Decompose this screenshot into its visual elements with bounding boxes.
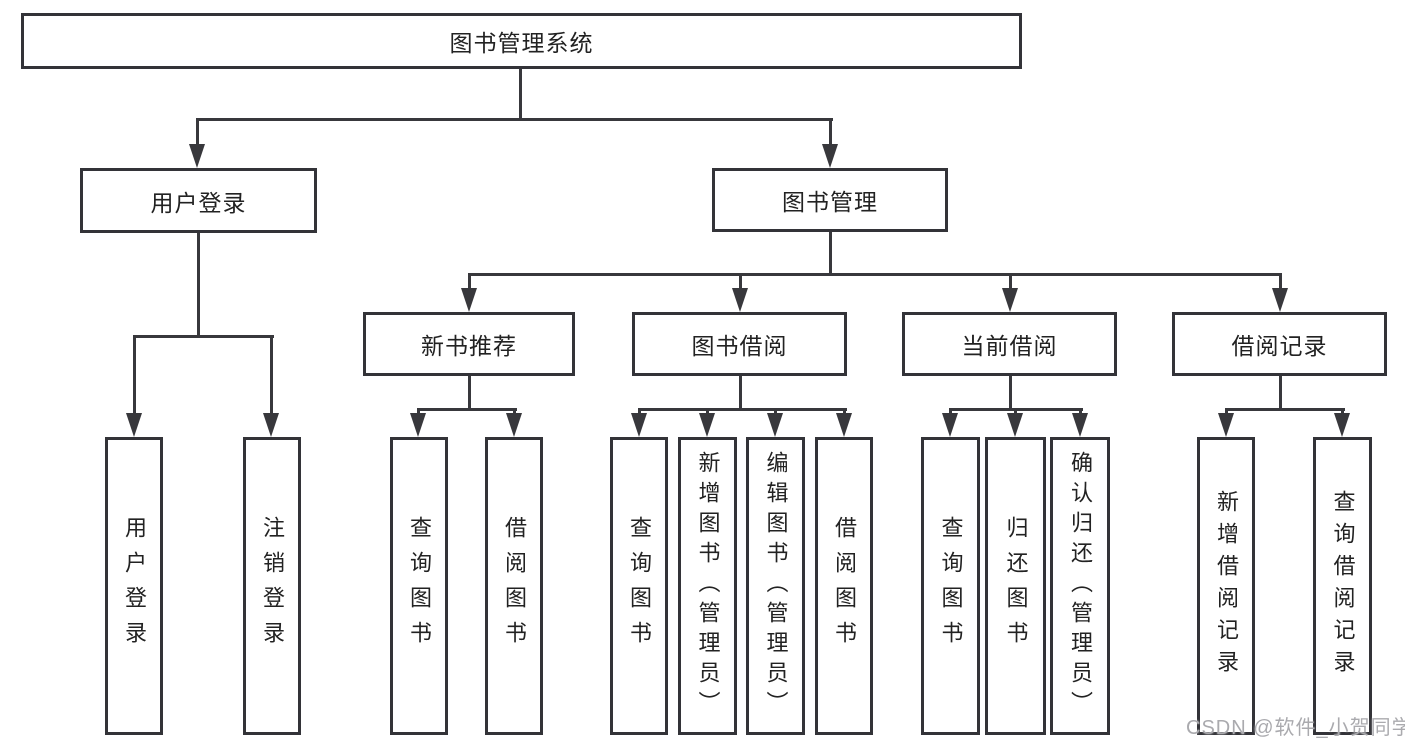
leaf-user-login: 用户登录 (105, 437, 163, 735)
connector-line (1279, 376, 1282, 410)
arrowhead-down (1002, 288, 1018, 312)
node-current-borrow: 当前借阅 (902, 312, 1117, 376)
arrowhead-down (732, 288, 748, 312)
connector-line (417, 408, 517, 411)
connector-line (519, 69, 522, 120)
arrowhead-down (263, 413, 279, 437)
leaf-label: 查询图书 (938, 516, 964, 656)
leaf-return-books: 归还图书 (985, 437, 1046, 735)
node-label: 新书推荐 (421, 333, 517, 359)
connector-line (196, 118, 833, 121)
connector-line (1009, 273, 1012, 291)
leaf-edit-book-admin: 编辑图书（管理员） (746, 437, 805, 735)
leaf-add-borrow-record: 新增借阅记录 (1197, 437, 1255, 735)
leaf-label: 新增借阅记录 (1214, 490, 1239, 682)
connector-line (1279, 273, 1282, 291)
connector-line (468, 273, 1282, 276)
connector-line (133, 335, 136, 415)
leaf-label: 编辑图书（管理员） (763, 451, 789, 721)
leaf-label: 注销登录 (260, 516, 285, 656)
connector-line (829, 118, 832, 147)
node-label: 借阅记录 (1231, 333, 1328, 359)
connector-line (638, 408, 641, 417)
arrowhead-down (699, 413, 715, 437)
connector-line (468, 376, 471, 410)
connector-line (638, 408, 847, 411)
arrowhead-down (1007, 413, 1023, 437)
connector-line (949, 408, 952, 417)
connector-line (1341, 408, 1344, 417)
leaf-label: 查询借阅记录 (1330, 490, 1356, 682)
arrowhead-down (1218, 413, 1234, 437)
arrowhead-down (189, 144, 205, 168)
leaf-borrow-books: 借阅图书 (815, 437, 873, 735)
arrowhead-down (1334, 413, 1350, 437)
connector-line (196, 118, 199, 147)
arrowhead-down (822, 144, 838, 168)
connector-line (739, 273, 742, 291)
connector-line (133, 335, 274, 338)
leaf-label: 借阅图书 (502, 516, 527, 656)
node-root: 图书管理系统 (21, 13, 1022, 69)
leaf-query-books-borrow: 查询图书 (610, 437, 668, 735)
arrowhead-down (126, 413, 142, 437)
connector-line (468, 273, 471, 291)
node-label: 用户登录 (150, 189, 247, 216)
node-new-book-recommend: 新书推荐 (363, 312, 575, 376)
connector-line (1225, 408, 1228, 417)
leaf-label: 查询图书 (627, 516, 652, 656)
arrowhead-down (506, 413, 522, 437)
leaf-borrow-books-recommend: 借阅图书 (485, 437, 543, 735)
arrowhead-down (461, 288, 477, 312)
leaf-query-books-recommend: 查询图书 (390, 437, 448, 735)
connector-line (417, 408, 420, 417)
leaf-add-book-admin: 新增图书（管理员） (678, 437, 737, 735)
connector-line (1225, 408, 1345, 411)
node-book-management: 图书管理 (712, 168, 948, 232)
node-user-login: 用户登录 (80, 168, 317, 233)
node-root-label: 图书管理系统 (449, 30, 594, 56)
leaf-label: 新增图书（管理员） (695, 451, 721, 721)
connector-line (739, 376, 742, 410)
arrowhead-down (942, 413, 958, 437)
connector-line (829, 232, 832, 276)
connector-line (270, 335, 273, 415)
node-label: 当前借阅 (961, 333, 1058, 359)
leaf-label: 查询图书 (407, 516, 432, 656)
leaf-query-borrow-record: 查询借阅记录 (1313, 437, 1372, 735)
leaf-query-books-current: 查询图书 (921, 437, 980, 735)
arrowhead-down (1272, 288, 1288, 312)
leaf-label: 归还图书 (1003, 516, 1029, 656)
connector-line (774, 408, 777, 417)
connector-line (513, 408, 516, 417)
arrowhead-down (1072, 413, 1088, 437)
node-label: 图书借阅 (691, 333, 788, 359)
leaf-logout: 注销登录 (243, 437, 301, 735)
connector-line (1009, 376, 1012, 410)
connector-line (197, 232, 200, 338)
node-label: 图书管理 (782, 189, 878, 215)
csdn-watermark: CSDN @软件_小贺同学 (1186, 717, 1405, 739)
arrowhead-down (767, 413, 783, 437)
leaf-label: 用户登录 (122, 516, 147, 656)
node-book-borrow: 图书借阅 (632, 312, 847, 376)
arrowhead-down (836, 413, 852, 437)
arrowhead-down (631, 413, 647, 437)
connector-line (706, 408, 709, 417)
leaf-confirm-return-admin: 确认归还（管理员） (1050, 437, 1110, 735)
connector-line (1079, 408, 1082, 417)
node-borrow-records: 借阅记录 (1172, 312, 1387, 376)
connector-line (843, 408, 846, 417)
leaf-label: 借阅图书 (832, 516, 857, 656)
connector-line (1014, 408, 1017, 417)
leaf-label: 确认归还（管理员） (1068, 451, 1093, 721)
arrowhead-down (410, 413, 426, 437)
